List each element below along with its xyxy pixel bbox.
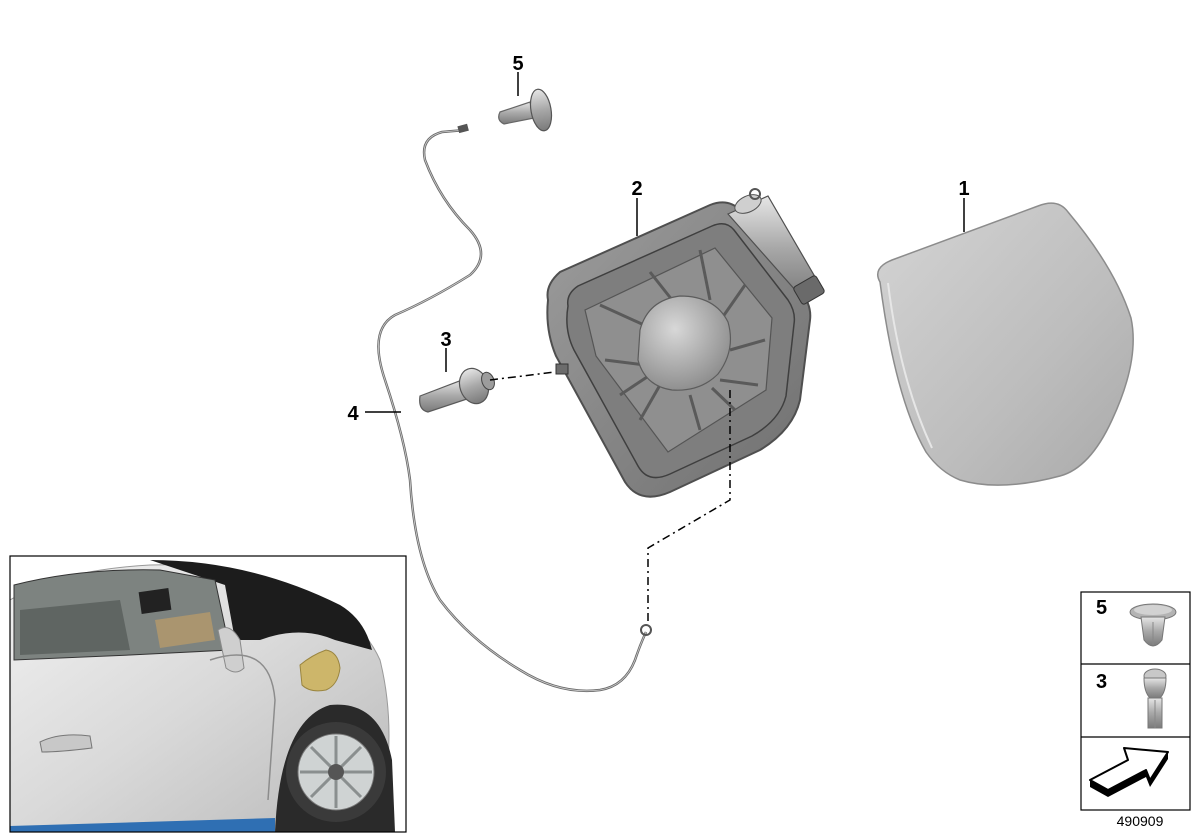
filler-flap-part	[877, 202, 1134, 486]
callout-2-label: 2	[631, 178, 642, 200]
legend-row-rivet-5: 5	[1096, 597, 1177, 647]
callout-1-label: 1	[958, 178, 969, 200]
callout-3: 3	[440, 329, 452, 372]
expanding-rivet-icon	[1143, 668, 1167, 729]
callout-2: 2	[631, 178, 643, 236]
document-number: 490909	[1117, 813, 1164, 829]
actuator-motor	[727, 188, 825, 305]
callout-3-label: 3	[440, 329, 451, 351]
forward-arrow-icon	[1089, 747, 1169, 797]
callout-4: 4	[347, 403, 401, 425]
vehicle-inset	[9, 555, 407, 833]
callout-5-label: 5	[512, 53, 523, 75]
legend-row-rivet-3: 3	[1096, 668, 1167, 729]
legend-number-5: 5	[1096, 597, 1107, 619]
plastic-rivet-part	[498, 88, 553, 132]
assembly-line	[489, 371, 731, 622]
filler-housing-part	[546, 188, 825, 498]
legend-number-3: 3	[1096, 671, 1107, 693]
callout-1: 1	[958, 178, 970, 232]
release-cable-part	[377, 123, 652, 693]
callout-5: 5	[512, 53, 524, 96]
parts-legend: 5 3	[1080, 591, 1191, 811]
callout-4-label: 4	[347, 403, 359, 425]
plastic-rivet-icon	[1129, 603, 1177, 647]
expanding-rivet-part	[419, 367, 495, 413]
